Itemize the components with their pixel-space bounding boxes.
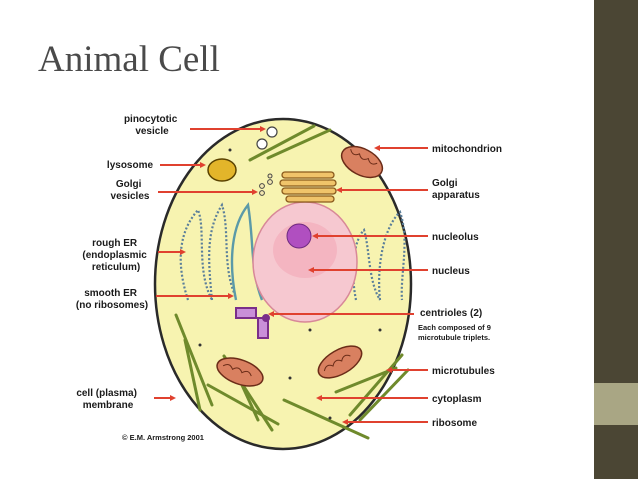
golgi-apparatus: [279, 171, 337, 203]
accent-block: [594, 383, 638, 425]
label-cell-membrane: cell (plasma) membrane: [76, 388, 139, 411]
ribosomes: [198, 148, 382, 420]
golgi-vesicles: [259, 173, 273, 196]
label-centrioles-note: Each composed of 9 microtubule triplets.: [418, 323, 493, 342]
mitochondrion-top: [340, 145, 384, 179]
animal-cell-diagram: pinocytotic vesicle lysosome Golgi vesic…: [76, 114, 502, 451]
label-pinocytotic: pinocytotic vesicle: [124, 114, 180, 137]
label-smooth-er: smooth ER (no ribosomes): [76, 288, 148, 311]
label-ribosome: ribosome: [432, 418, 477, 429]
copyright-note: © E.M. Armstrong 2001: [122, 433, 204, 442]
label-mitochondrion: mitochondrion: [432, 144, 502, 155]
slide-title: Animal Cell: [38, 39, 220, 80]
label-centrioles: centrioles (2): [420, 308, 482, 319]
centrioles: [235, 307, 270, 339]
rough-er-right: [352, 210, 406, 301]
label-golgi-vesicles: Golgi vesicles: [111, 179, 150, 202]
label-nucleolus: nucleolus: [432, 232, 479, 243]
label-arrows: [154, 126, 428, 425]
label-golgi-apparatus: Golgi apparatus: [432, 178, 480, 201]
nucleolus: [286, 223, 312, 249]
label-nucleus: nucleus: [432, 266, 470, 277]
lysosome: [207, 158, 237, 182]
pinocytotic-vesicle: [266, 126, 278, 138]
mitochondrion-middle: [317, 345, 363, 379]
rough-er-left: [179, 202, 237, 301]
label-lysosome: lysosome: [107, 160, 154, 171]
microtubules: [174, 124, 410, 440]
mitochondrion-bottom: [216, 357, 264, 387]
label-rough-er: rough ER (endoplasmic reticulum): [82, 238, 149, 273]
label-cytoplasm: cytoplasm: [432, 394, 482, 405]
label-microtubules: microtubules: [432, 366, 495, 377]
